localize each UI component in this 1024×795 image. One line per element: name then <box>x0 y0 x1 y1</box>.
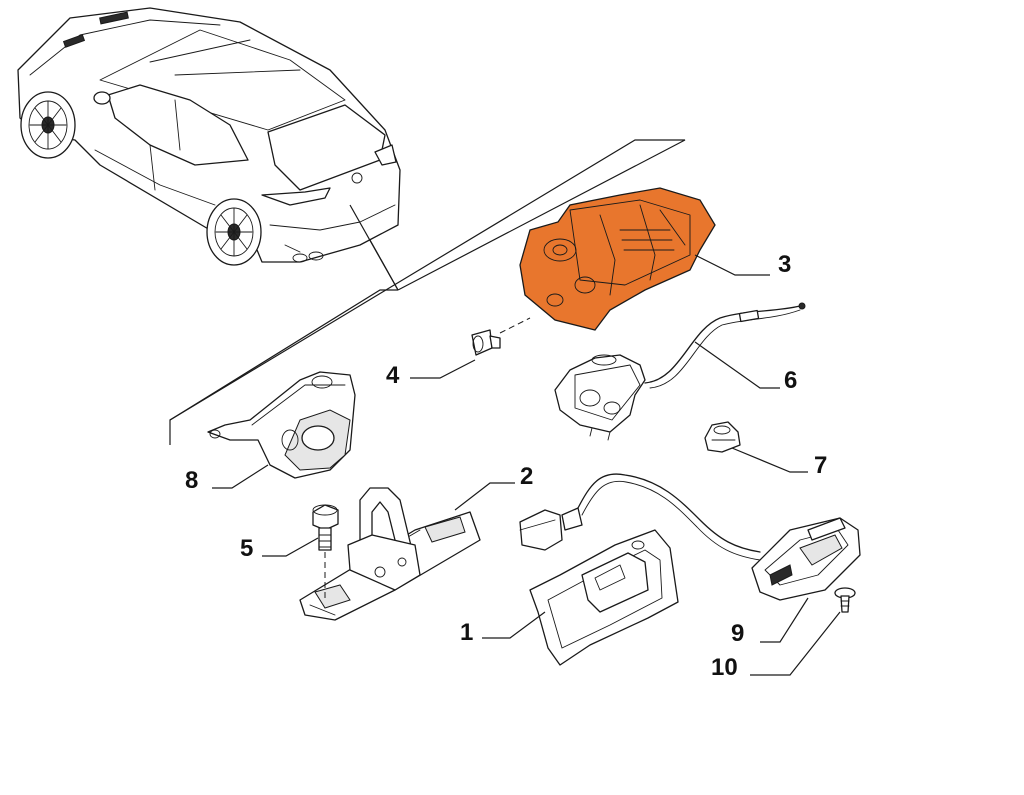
callout-6: 6 <box>784 367 797 394</box>
part-9-switch-housing <box>751 517 861 601</box>
callout-number-8: 8 <box>185 467 198 494</box>
wiring-harness-connector <box>519 473 761 561</box>
callout-number-4: 4 <box>386 362 400 389</box>
part-1-cover-panel <box>529 529 679 666</box>
callout-number-9: 9 <box>731 620 744 647</box>
callout-4: 4 <box>386 362 400 389</box>
callout-number-6: 6 <box>784 367 797 394</box>
callout-7: 7 <box>814 452 827 479</box>
callout-number-5: 5 <box>240 535 253 562</box>
callout-number-3: 3 <box>778 251 791 278</box>
part-3-tailgate-latch <box>519 187 716 331</box>
callout-5: 5 <box>240 535 253 562</box>
callout-3: 3 <box>778 251 791 278</box>
callout-2: 2 <box>520 463 533 490</box>
part-4-fastener <box>471 317 531 356</box>
car-illustration <box>17 7 401 291</box>
callout-number-1: 1 <box>460 619 473 646</box>
part-10-screw <box>834 587 856 613</box>
part-8-latch-bracket <box>207 371 356 479</box>
part-7-rubber-bumper <box>704 421 741 453</box>
callout-number-10: 10 <box>711 654 738 681</box>
callout-10: 10 <box>711 654 738 681</box>
part-6-actuator-with-cable <box>554 302 806 441</box>
callout-9: 9 <box>731 620 744 647</box>
callout-8: 8 <box>185 467 198 494</box>
callout-1: 1 <box>460 619 473 646</box>
part-5-bolt <box>312 504 339 598</box>
callout-number-7: 7 <box>814 452 827 479</box>
part-2-striker-plate <box>299 487 481 621</box>
callout-number-2: 2 <box>520 463 533 490</box>
